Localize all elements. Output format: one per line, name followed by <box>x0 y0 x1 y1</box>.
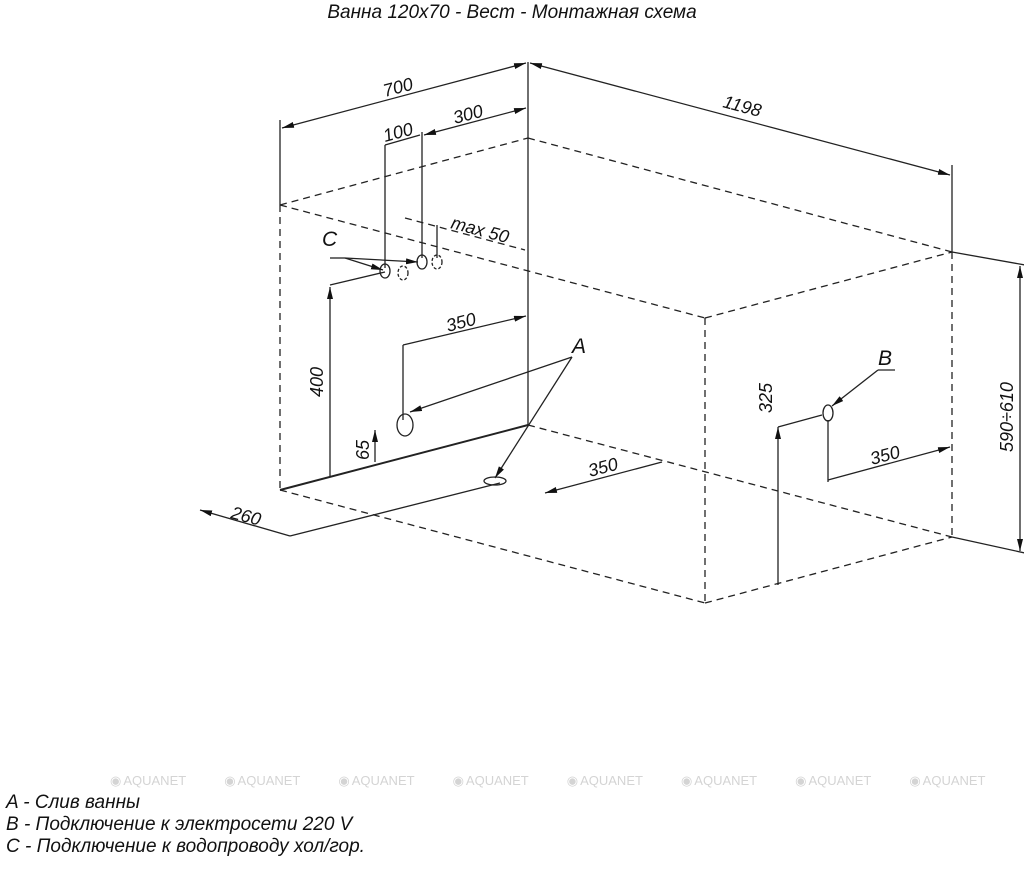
legend-item-a: A - Слив ванны <box>6 792 141 813</box>
watermark: AQUANET <box>567 773 643 789</box>
dim-floor-drain-from-wall: 260 <box>228 502 263 529</box>
dim-length: 1198 <box>721 92 764 121</box>
dim-width: 700 <box>381 74 415 101</box>
watermark-row: AQUANET AQUANET AQUANET AQUANET AQUANET … <box>110 773 986 789</box>
bathtub-outline <box>279 62 953 604</box>
marker-c: C <box>322 228 338 251</box>
marker-b: B <box>878 347 892 370</box>
watermark: AQUANET <box>338 773 415 789</box>
legend: A - Слив ванны B - Подключение к электро… <box>6 792 365 858</box>
dim-max-protrusion: max 50 <box>449 213 511 248</box>
dimension-labels: 700 1198 300 100 max 50 400 350 65 350 2… <box>228 74 1017 530</box>
watermark: AQUANET <box>453 773 529 789</box>
dim-wall-drain-height: 65 <box>353 439 373 460</box>
dim-floor-drain-offset: 350 <box>586 454 620 481</box>
dimension-lines <box>199 62 1024 585</box>
dim-pipe-offset: 300 <box>451 101 485 128</box>
legend-item-c: C - Подключение к водопроводу хол/гор. <box>6 836 365 857</box>
dim-power-height: 325 <box>756 382 776 413</box>
diagram-title: Ванна 120x70 - Вест - Монтажная схема <box>327 2 697 23</box>
dim-wall-drain-offset: 350 <box>444 309 478 336</box>
connection-points <box>379 254 834 486</box>
watermark: AQUANET <box>909 773 986 789</box>
watermark: AQUANET <box>681 773 757 789</box>
watermark: AQUANET <box>795 773 871 789</box>
watermark: AQUANET <box>224 773 301 789</box>
marker-a: A <box>570 335 586 358</box>
watermark: AQUANET <box>110 773 186 789</box>
dim-power-offset: 350 <box>868 442 902 469</box>
legend-item-b: B - Подключение к электросети 220 V <box>6 814 353 835</box>
dim-pipe-height: 400 <box>307 367 327 397</box>
dim-tub-height: 590÷610 <box>997 382 1017 452</box>
dim-pipe-spacing: 100 <box>381 119 415 146</box>
